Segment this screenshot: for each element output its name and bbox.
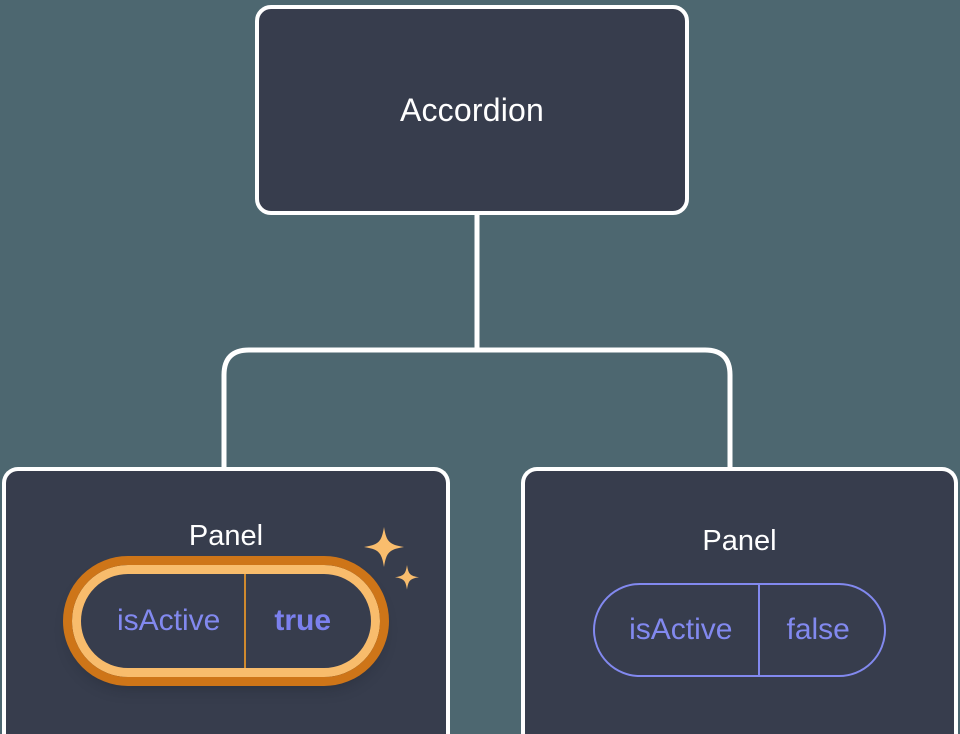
node-accordion-title: Accordion (399, 92, 545, 128)
node-panel-inactive[interactable]: Panel isActive false (521, 467, 958, 734)
prop-divider (758, 585, 761, 675)
node-panel-title: Panel (188, 520, 264, 552)
node-accordion[interactable]: Accordion (255, 5, 689, 215)
prop-pill-wrapper: isActive true (62, 527, 420, 686)
prop-value: false (786, 613, 850, 646)
prop-key: isActive (629, 613, 733, 646)
connector-child-bus (221, 347, 733, 470)
prop-pill-isactive-false[interactable]: isActive false (593, 583, 886, 677)
prop-key: isActive (116, 604, 221, 637)
prop-pill-isactive-true[interactable]: isActive true (62, 556, 390, 686)
sparkle-small-icon (395, 565, 420, 590)
prop-value: true (274, 604, 332, 637)
sparkle-large-icon (364, 527, 405, 567)
node-panel-active[interactable]: Panel isActive true (2, 467, 450, 734)
node-panel-title: Panel (702, 525, 777, 557)
prop-divider (244, 574, 247, 668)
